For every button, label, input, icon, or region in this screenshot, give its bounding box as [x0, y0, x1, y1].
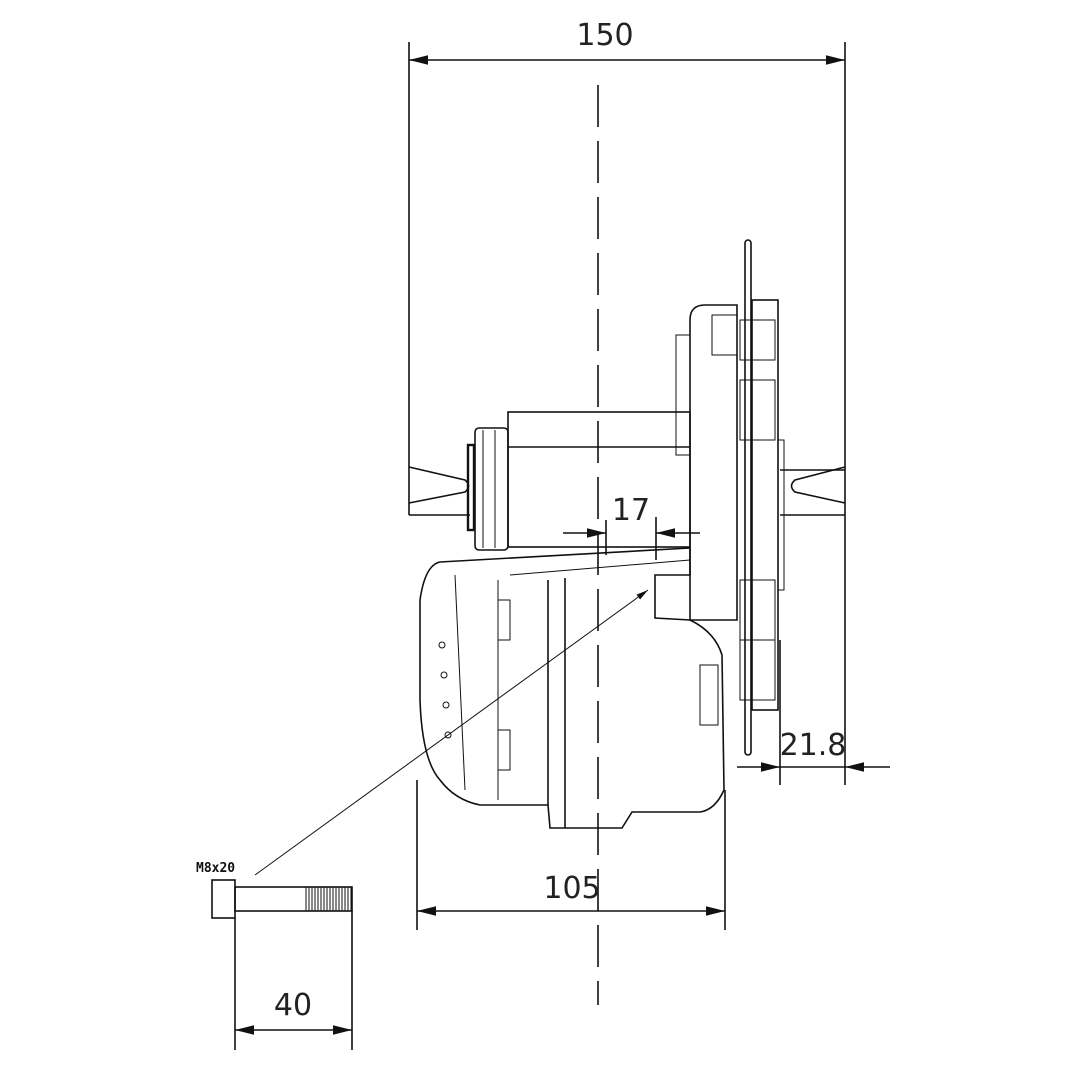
- chainring-cover: [675, 304, 738, 621]
- dimension-17: 17: [563, 493, 700, 560]
- spindle: [466, 411, 691, 551]
- dimension-40: 40: [234, 911, 353, 1050]
- dimension-150: 150: [408, 18, 846, 785]
- dimension-150-label: 150: [576, 18, 633, 53]
- bolt-leader-line: [254, 589, 649, 876]
- dimension-40-label: 40: [274, 988, 312, 1023]
- right-frame-stub: [780, 466, 846, 516]
- motor-housing: [419, 547, 725, 829]
- left-frame-stub: [408, 466, 470, 516]
- dimension-21-8: 21.8: [737, 640, 890, 785]
- chainring: [739, 239, 785, 756]
- dimension-17-label: 17: [612, 493, 650, 528]
- bolt: [211, 879, 353, 919]
- dimension-105-label: 105: [543, 871, 600, 906]
- bolt-label: M8x20: [196, 861, 235, 876]
- dimension-21-8-label: 21.8: [780, 728, 847, 763]
- dimension-105: 105: [416, 780, 726, 930]
